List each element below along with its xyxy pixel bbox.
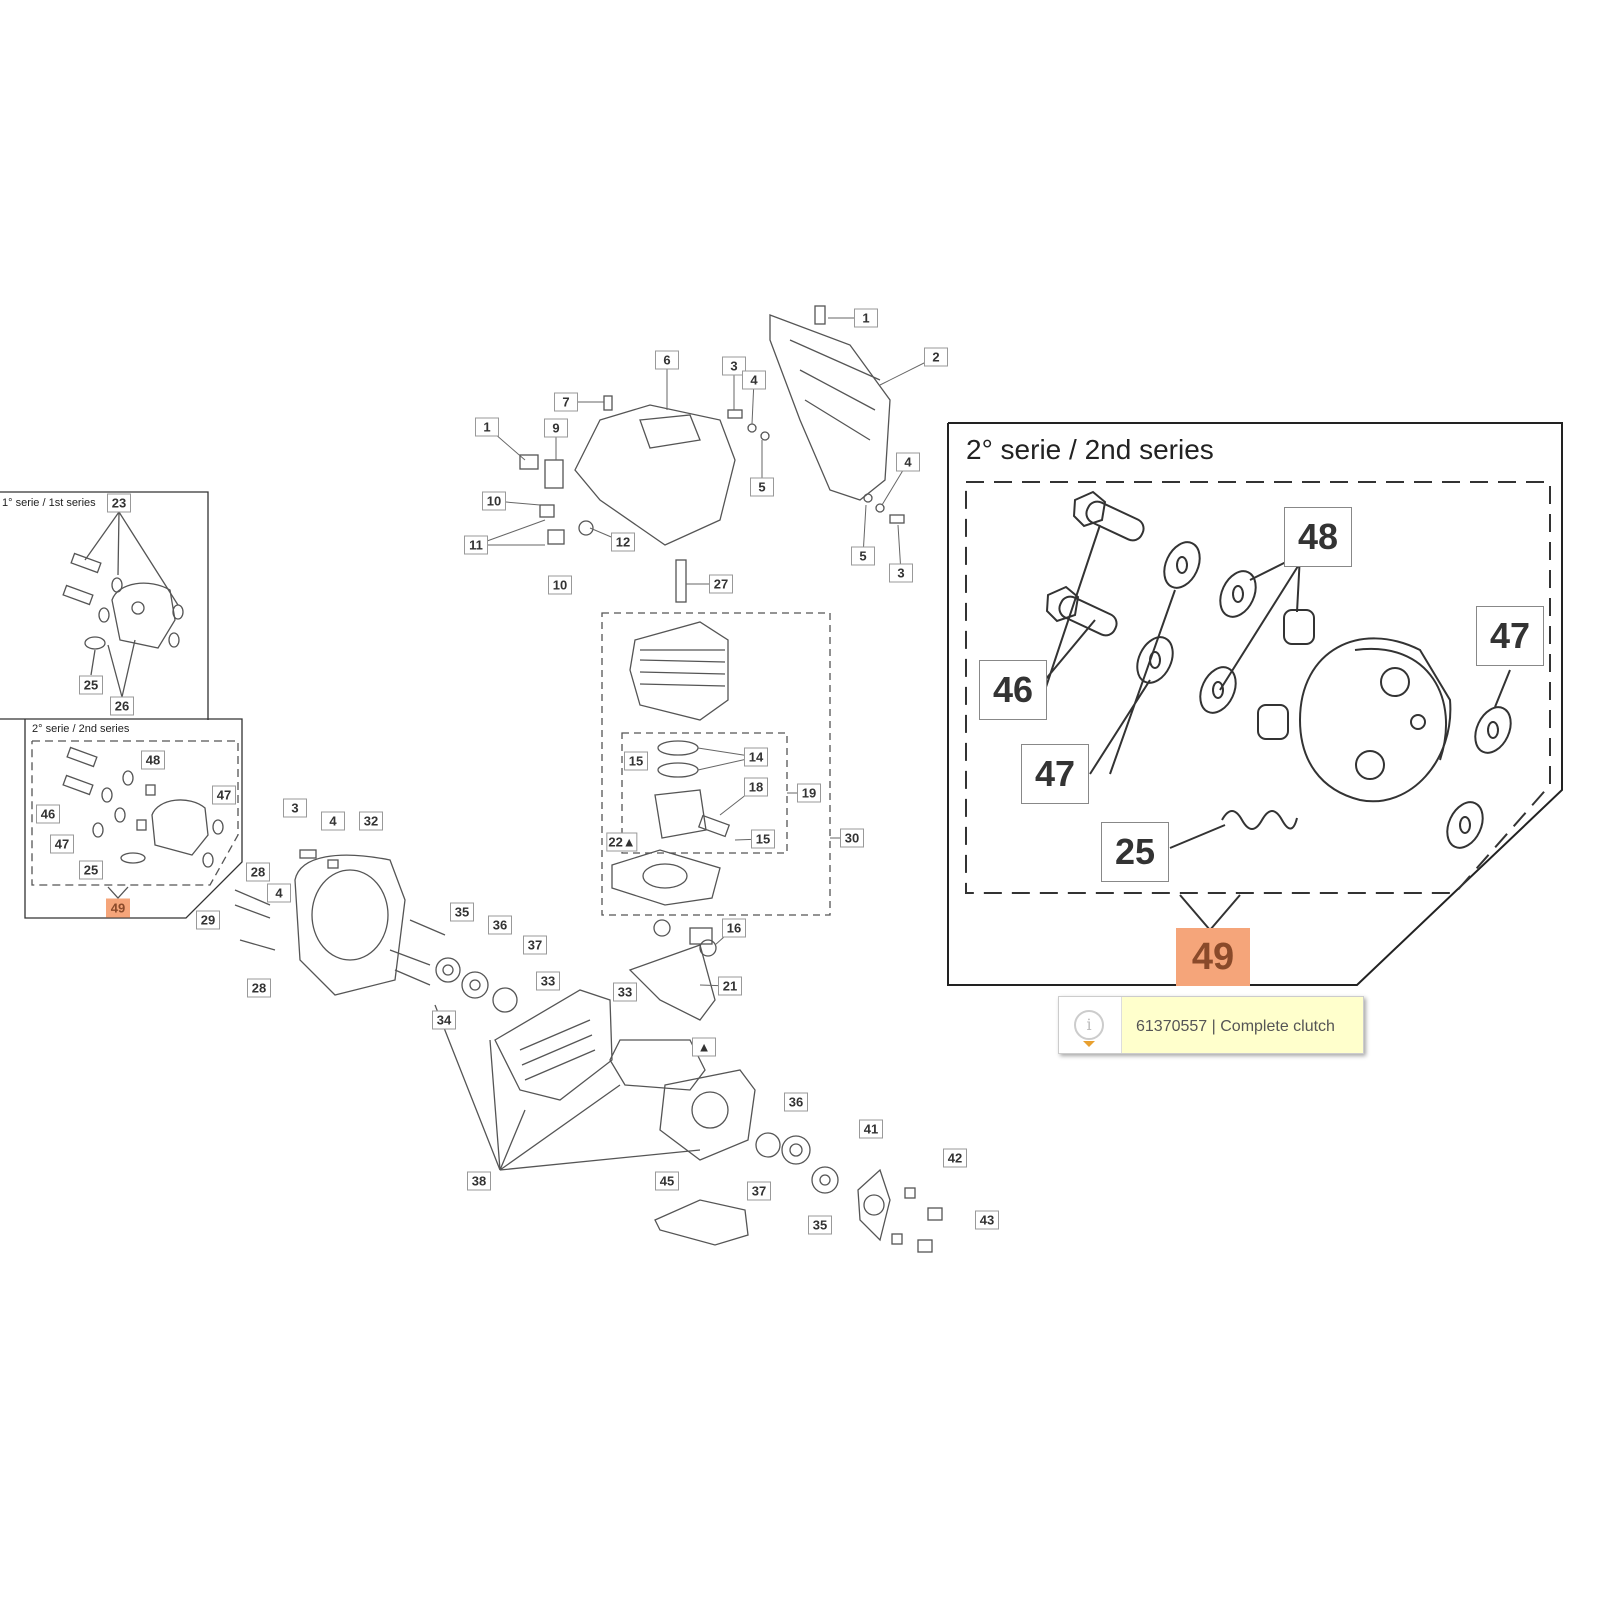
second-series-title-large: 2° serie / 2nd series [966,434,1214,465]
callout-inset-first-25[interactable]: 25 [79,675,103,695]
callout-inset-second-large-46[interactable]: 46 [979,660,1047,720]
callout-main-28[interactable]: 28 [247,978,271,998]
callout-main-37[interactable]: 37 [523,935,547,955]
callout-main-4[interactable]: 4 [896,452,920,472]
callout-main-9[interactable]: 9 [544,418,568,438]
inset-second-series-small-frame [0,718,243,919]
callout-main-45[interactable]: 45 [655,1171,679,1191]
callout-main-12[interactable]: 12 [611,532,635,552]
first-series-title: 1° serie / 1st series [2,497,96,509]
callout-inset-second-small-48[interactable]: 48 [141,750,165,770]
callout-main-38[interactable]: 38 [467,1171,491,1191]
callout-main-42[interactable]: 42 [943,1148,967,1168]
callout-main-7[interactable]: 7 [554,392,578,412]
callout-inset-second-large-49[interactable]: 49 [1176,928,1250,986]
callout-main-19[interactable]: 19 [797,783,821,803]
callout-inset-second-small-47[interactable]: 47 [212,785,236,805]
callout-main-4[interactable]: 4 [321,811,345,831]
callout-main-15[interactable]: 15 [751,829,775,849]
callout-main-1[interactable]: 1 [475,417,499,437]
callout-main-36[interactable]: 36 [488,915,512,935]
callout-main-3[interactable]: 3 [722,356,746,376]
callout-main-4[interactable]: 4 [742,370,766,390]
callout-main-36[interactable]: 36 [784,1092,808,1112]
callout-main-15[interactable]: 15 [624,751,648,771]
callout-main-16[interactable]: 16 [722,918,746,938]
callout-main-41[interactable]: 41 [859,1119,883,1139]
callout-main-28[interactable]: 28 [246,862,270,882]
callout-main-37[interactable]: 37 [747,1181,771,1201]
inset-first-series-frame [0,491,209,720]
inset-second-small-pointer [107,886,129,899]
callout-main-10[interactable]: 10 [548,575,572,595]
callout-main-10[interactable]: 10 [482,491,506,511]
callout-inset-second-small-47[interactable]: 47 [50,834,74,854]
callout-main-30[interactable]: 30 [840,828,864,848]
callout-main-1[interactable]: 1 [854,308,878,328]
callout-inset-second-small-25[interactable]: 25 [79,860,103,880]
callout-main-33[interactable]: 33 [536,971,560,991]
callout-main-14[interactable]: 14 [744,747,768,767]
callout-main-32[interactable]: 32 [359,811,383,831]
info-icon: i [1059,997,1122,1053]
callout-main-22[interactable]: 22▲ [606,832,638,852]
callout-main-27[interactable]: 27 [709,574,733,594]
callout-main-33[interactable]: 33 [613,982,637,1002]
callout-inset-first-26[interactable]: 26 [110,696,134,716]
part-tooltip: i 61370557 | Complete clutch [1058,996,1364,1054]
callout-main-6[interactable]: 6 [655,350,679,370]
callout-inset-second-large-47[interactable]: 47 [1476,606,1544,666]
main-assembly-parts [234,305,943,1253]
callout-main-29[interactable]: 29 [196,910,220,930]
callout-main-11[interactable]: 11 [464,535,488,555]
callout-main-5[interactable]: 5 [851,546,875,566]
callout-main-35[interactable]: 35 [808,1215,832,1235]
callout-inset-second-small-49[interactable]: 49 [106,898,130,918]
callout-inset-first-23[interactable]: 23 [107,493,131,513]
small-inset-parts [62,511,224,868]
callout-main-35[interactable]: 35 [450,902,474,922]
callout-main-34[interactable]: 34 [432,1010,456,1030]
second-series-title-small: 2° serie / 2nd series [32,723,130,735]
callout-main-21[interactable]: 21 [718,976,742,996]
callout-main-4[interactable]: 4 [267,883,291,903]
callout-main-2[interactable]: 2 [924,347,948,367]
large-inset-parts [1039,490,1512,849]
callout-main-3[interactable]: 3 [889,563,913,583]
callout-main-3[interactable]: 3 [283,798,307,818]
callout-main-18[interactable]: 18 [744,777,768,797]
tooltip-text: 61370557 | Complete clutch [1136,1018,1335,1035]
callout-inset-second-large-25[interactable]: 25 [1101,822,1169,882]
callout-inset-second-small-46[interactable]: 46 [36,804,60,824]
callout-inset-second-large-48[interactable]: 48 [1284,507,1352,567]
callout-main-triangle[interactable]: ▲ [692,1037,716,1057]
callout-main-43[interactable]: 43 [975,1210,999,1230]
callout-inset-second-large-47[interactable]: 47 [1021,744,1089,804]
callout-main-5[interactable]: 5 [750,477,774,497]
